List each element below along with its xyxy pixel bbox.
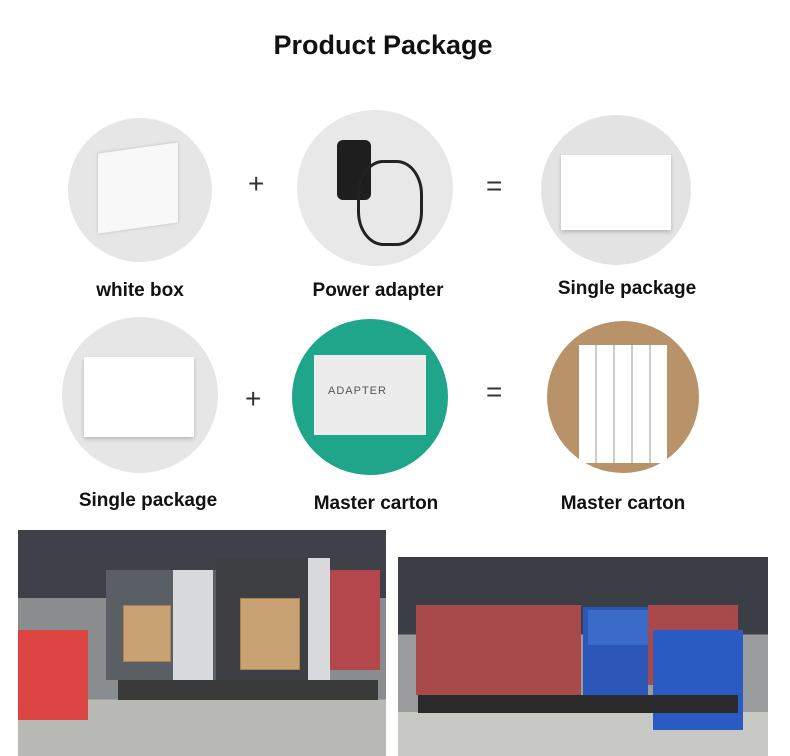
master-carton-open-image bbox=[547, 321, 699, 473]
label-master-carton: Master carton bbox=[560, 493, 686, 514]
label-single-package: Single package bbox=[557, 278, 697, 299]
label-single-package: Single package bbox=[78, 490, 218, 511]
label-master-carton: Master carton bbox=[313, 493, 439, 514]
power-adapter-image bbox=[297, 110, 453, 266]
container-trucks-photo bbox=[398, 535, 768, 756]
equals-sign: = bbox=[486, 170, 503, 201]
page-title: Product Package bbox=[273, 30, 493, 60]
carton-print-text: ADAPTER bbox=[328, 385, 387, 397]
single-package-image bbox=[62, 317, 218, 473]
white-box-image bbox=[68, 118, 212, 262]
warehouse-loading-photo bbox=[18, 530, 386, 756]
equals-sign: = bbox=[486, 376, 503, 407]
master-carton-image: ADAPTER bbox=[292, 319, 448, 475]
label-white-box: white box bbox=[96, 280, 184, 301]
label-power-adapter: Power adapter bbox=[312, 280, 444, 301]
single-package-image bbox=[541, 115, 691, 265]
plus-sign: + bbox=[245, 383, 262, 414]
plus-sign: + bbox=[248, 168, 265, 199]
